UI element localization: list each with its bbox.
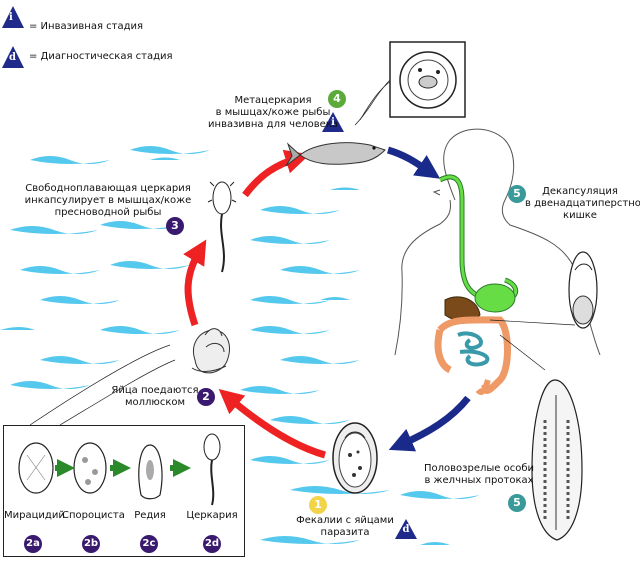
metacercaria-cyst-image	[389, 41, 466, 118]
stage1-badge: 1	[309, 496, 327, 514]
stage2d-label: Церкария	[186, 510, 238, 521]
stage2-label-2: моллюском	[124, 397, 186, 408]
pointer-lines	[29, 77, 576, 426]
stage3-label-3: пресноводной рыбы	[54, 207, 162, 218]
stage2d-badge: 2d	[203, 535, 221, 553]
stage4-badge: 4	[328, 90, 346, 108]
stage3-label-1: Свободноплавающая церкария	[25, 183, 191, 194]
legend-triangles	[2, 6, 417, 539]
stage2b-badge: 2b	[82, 535, 100, 553]
stage2-badge: 2	[197, 388, 215, 406]
stage1-diagnostic-symbol: d	[402, 524, 410, 535]
red-cycle-arrows	[183, 149, 326, 459]
stage2c-label: Редия	[134, 510, 166, 521]
cercaria-image	[207, 181, 237, 273]
snail-stage-images	[18, 433, 221, 506]
stage3-badge: 3	[166, 217, 184, 235]
stage5b-badge: 5	[508, 494, 526, 512]
snail-stages-box	[3, 425, 245, 557]
fish-image	[285, 142, 386, 167]
stage5a-badge: 5	[508, 185, 526, 203]
stage5a-label-3: кишке	[563, 210, 597, 221]
stage2-label-1: Яйца поедаются	[111, 385, 199, 396]
stage3-label-2: инкапсулирует в мышцах/коже	[24, 195, 192, 206]
blue-arrows	[386, 146, 471, 452]
stage2b-label: Спороциста	[62, 510, 125, 521]
legend-diagnostic-symbol: d	[9, 52, 16, 63]
stage5a-label-1: Декапсуляция	[542, 186, 618, 197]
stage5a-label-2: в двенадцатиперстной	[525, 198, 640, 209]
stage4-label-1: Метацеркария	[234, 95, 312, 106]
egg-image	[332, 422, 378, 494]
stage4-label-2: в мышцах/коже рыбы	[215, 107, 331, 118]
digestive-tract	[434, 174, 519, 395]
adult-fluke-image	[531, 379, 583, 541]
stage4-infective-symbol: i	[331, 117, 335, 128]
stage2a-badge: 2a	[24, 535, 42, 553]
decapsulated-fluke-image	[568, 251, 598, 329]
legend-diagnostic-label: = Диагностическая стадия	[29, 51, 173, 62]
stage5b-label-1: Половозрелые особи	[424, 463, 534, 474]
legend-infective-symbol: i	[9, 12, 13, 23]
stage1-label-2: паразита	[320, 527, 370, 538]
stage1-label-1: Фекалии с яйцами	[296, 515, 394, 526]
legend-infective-label: = Инвазивная стадия	[29, 21, 144, 32]
stage2a-label: Мирацидий	[4, 510, 65, 521]
stage2c-badge: 2c	[140, 535, 158, 553]
stage4-label-3: инвазивна для человека	[208, 119, 338, 130]
snail-image	[191, 328, 230, 374]
water-waves	[0, 146, 480, 545]
stage5b-label-2: в желчных протоках	[424, 475, 534, 486]
